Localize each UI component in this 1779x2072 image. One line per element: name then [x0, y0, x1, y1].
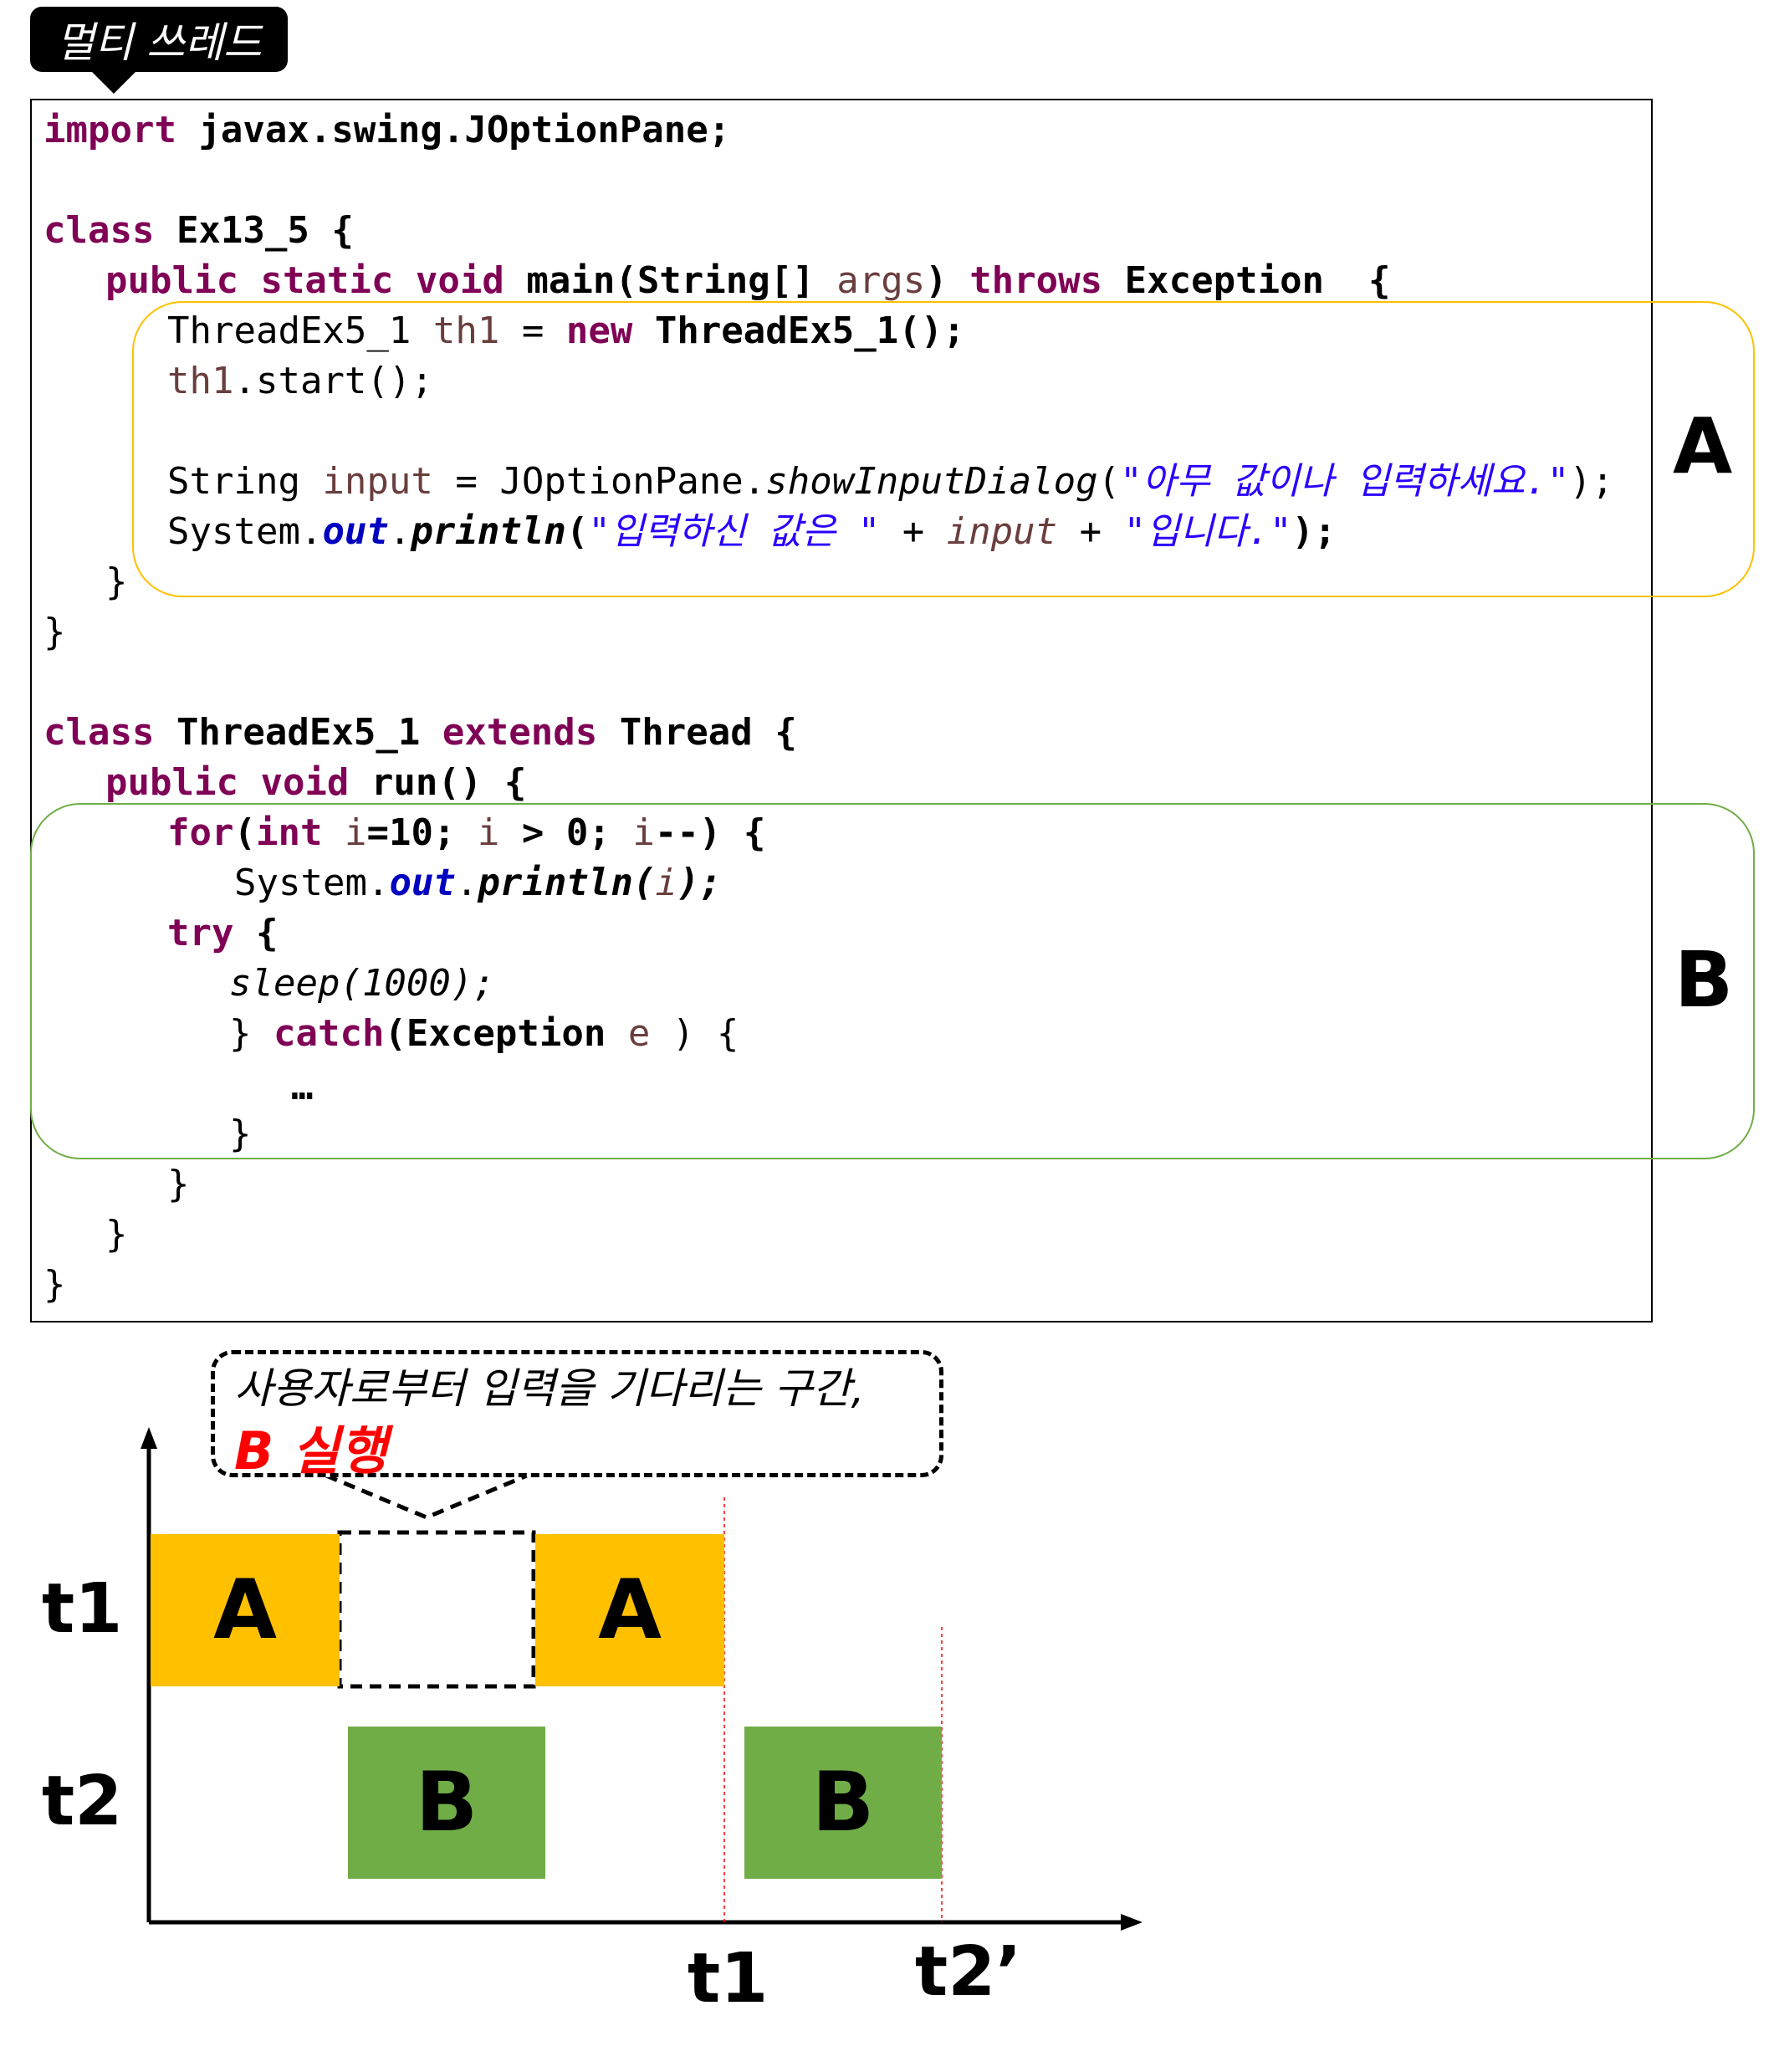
code-line-17: … — [291, 1066, 314, 1108]
code-line-21: } — [43, 1263, 66, 1306]
region-a-label: A — [1673, 402, 1733, 491]
x-label-t1: t1 — [688, 1939, 769, 2018]
code-line-10: class ThreadEx5_1 extends Thread { — [43, 711, 797, 754]
code-line-8: } — [105, 560, 128, 603]
region-b-outline — [30, 803, 1755, 1159]
thread1-block-a-2: A — [535, 1534, 724, 1686]
region-b-label: B — [1674, 935, 1734, 1025]
title-tag: 멀티 쓰레드 — [30, 7, 288, 94]
code-line-15: sleep(1000); — [229, 962, 495, 1005]
title-text: 멀티 쓰레드 — [56, 18, 262, 67]
code-line-14: try { — [167, 912, 279, 954]
code-box — [30, 99, 1653, 1322]
region-a-outline — [132, 301, 1755, 597]
code-line-4: ThreadEx5_1 th1 = new ThreadEx5_1(); — [167, 310, 965, 352]
code-line-19: } — [167, 1163, 190, 1205]
code-line-11: public void run() { — [105, 761, 527, 804]
code-line-16: } catch(Exception e ) { — [229, 1012, 739, 1055]
wait-interval-box — [337, 1530, 536, 1689]
code-line-1: import javax.swing.JOptionPane; — [43, 109, 731, 151]
x-axis-arrow — [1121, 1914, 1143, 1931]
code-line-9: } — [43, 611, 66, 653]
callout-box — [211, 1350, 943, 1477]
code-line-5: th1.start(); — [167, 360, 433, 402]
row-label-t2: t2 — [42, 1762, 123, 1841]
thread2-block-b-2: B — [744, 1727, 942, 1879]
thread1-block-a-1: A — [151, 1534, 340, 1686]
callout-highlight-text: B 실행 — [234, 1420, 387, 1481]
code-line-20: } — [105, 1213, 128, 1256]
y-axis-arrow — [141, 1427, 157, 1449]
code-line-18: } — [229, 1113, 252, 1155]
code-line-13: System.out.println(i); — [234, 862, 722, 904]
callout-pointer — [325, 1473, 528, 1520]
x-label-t2-prime: t2’ — [915, 1932, 1022, 2012]
code-line-3: public static void main(String[] args) t… — [105, 259, 1391, 302]
thread2-block-b-1: B — [348, 1727, 545, 1879]
row-label-t1: t1 — [42, 1569, 123, 1649]
code-line-2: class Ex13_5 { — [43, 209, 354, 252]
code-line-7: System.out.println("입력하신 값은 " + input + … — [167, 510, 1337, 553]
code-line-6: String input = JOptionPane.showInputDial… — [167, 460, 1614, 503]
callout-text: 사용자로부터 입력을 기다리는 구간, — [234, 1364, 865, 1413]
code-line-12: for(int i=10; i > 0; i--) { — [167, 811, 766, 854]
